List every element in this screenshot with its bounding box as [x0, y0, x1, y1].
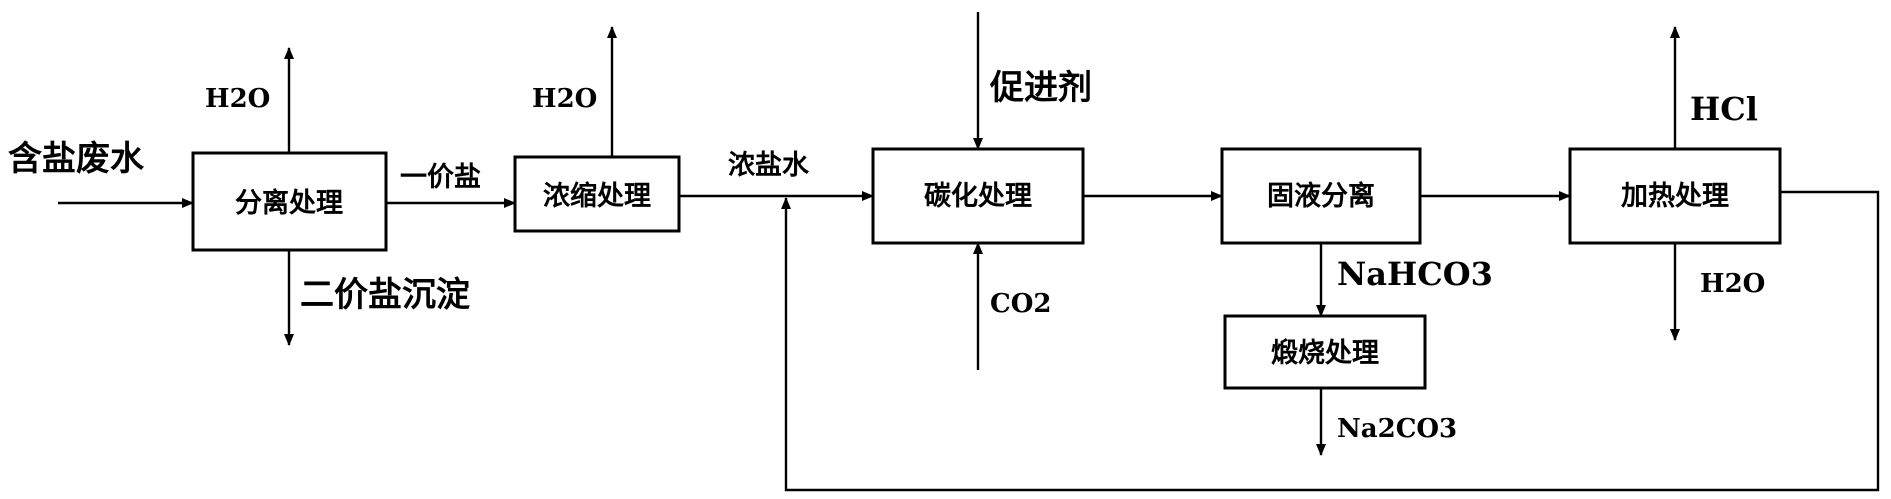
label-brine: 浓盐水	[728, 150, 810, 181]
label-co2: CO2	[990, 289, 1051, 319]
node-carbonation: 碳化处理	[871, 147, 1085, 245]
node-heating: 加热处理	[1568, 147, 1782, 245]
label-promoter: 促进剂	[989, 68, 1092, 108]
node-calcination: 煅烧处理	[1223, 314, 1427, 390]
node-separation: 分离处理	[191, 151, 388, 252]
label-nahco3: NaHCO3	[1337, 255, 1493, 293]
label-h2o-3: H2O	[1700, 269, 1765, 299]
node-concentration-label: 浓缩处理	[543, 180, 651, 212]
node-calcination-label: 煅烧处理	[1271, 337, 1379, 369]
node-separation-label: 分离处理	[235, 187, 343, 219]
label-h2o-2: H2O	[532, 84, 597, 114]
node-carbonation-label: 碳化处理	[924, 181, 1032, 212]
label-h2o-1: H2O	[205, 84, 270, 114]
node-solid-liquid-label: 固液分离	[1267, 180, 1375, 212]
label-na2co3: Na2CO3	[1337, 414, 1457, 444]
node-heating-label: 加热处理	[1621, 181, 1729, 212]
label-hcl: HCl	[1690, 90, 1758, 128]
label-monovalent-salt: 一价盐	[400, 162, 481, 193]
label-input: 含盐废水	[8, 139, 145, 179]
node-concentration: 浓缩处理	[513, 155, 681, 233]
label-divalent-precipitate: 二价盐沉淀	[300, 275, 470, 315]
node-solid-liquid: 固液分离	[1220, 147, 1422, 245]
recycle-loop	[781, 190, 1880, 492]
